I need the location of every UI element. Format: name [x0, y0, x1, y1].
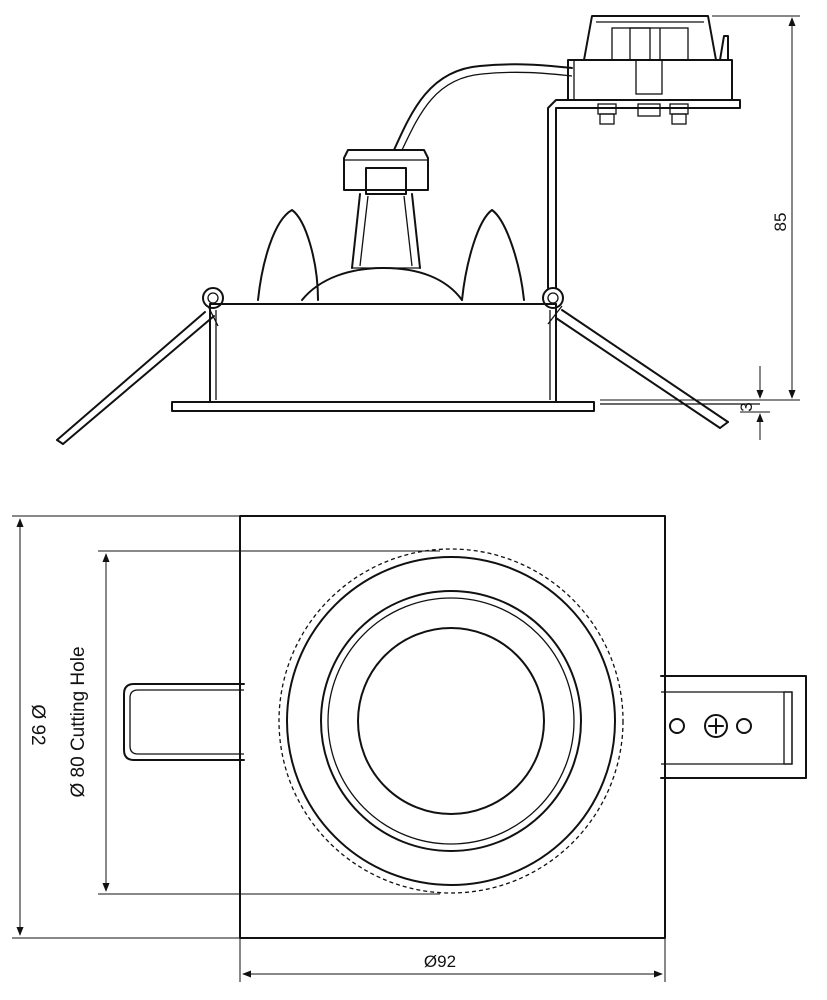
housing-body: [209, 303, 557, 403]
dimension-85: 85: [600, 15, 800, 401]
square-trim-plate: [239, 515, 666, 939]
dimension-80-cutting-hole: Ø 80 Cutting Hole: [68, 550, 440, 895]
dimension-3-label: 3: [737, 402, 756, 411]
cutting-hole-label: Ø 80 Cutting Hole: [68, 646, 89, 797]
cable: [393, 63, 573, 151]
top-view: Ø92 Ø 92 Ø 80 Cutting Hole: [12, 515, 807, 982]
outer-ring: [286, 556, 616, 886]
dimension-3: 3: [737, 366, 770, 440]
dimension-85-label: 85: [771, 213, 790, 232]
cable-inner: [401, 71, 573, 151]
dimension-92-horizontal-label: Ø92: [424, 952, 456, 971]
side-view: 85 3: [56, 15, 800, 445]
terminal-screw: [704, 714, 728, 738]
middle-ring-inner: [327, 597, 575, 845]
outer-dashed-ring: [278, 548, 624, 894]
mounting-bracket: [547, 99, 741, 289]
middle-ring-outer: [320, 590, 582, 852]
terminal-hole-right: [736, 718, 752, 734]
dimension-92-vertical: Ø 92: [12, 515, 240, 939]
dimension-92-horizontal: Ø92: [239, 938, 666, 982]
dimension-92-vertical-label: Ø 92: [27, 704, 48, 745]
right-terminal-tab: [660, 675, 807, 779]
terminal-hole-left: [669, 718, 685, 734]
dome: [301, 267, 463, 301]
right-fin: [461, 209, 525, 301]
lens: [357, 627, 545, 815]
left-fin: [257, 209, 319, 301]
left-spring-tab: [123, 683, 245, 761]
lamp-socket: [343, 149, 429, 269]
trim-flange: [171, 401, 595, 412]
left-spring-clip: [56, 287, 224, 445]
right-spring-clip: [542, 287, 729, 429]
terminal-block: [567, 15, 733, 125]
